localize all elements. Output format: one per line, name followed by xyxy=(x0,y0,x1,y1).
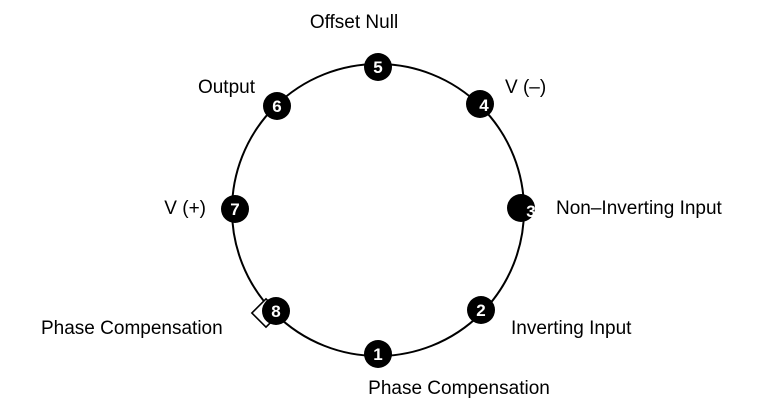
pin-2-dot xyxy=(467,296,495,324)
pin-8-number: 8 xyxy=(271,302,280,321)
pin-3-label: Non–Inverting Input xyxy=(556,198,723,219)
pin-6-number: 6 xyxy=(272,97,281,116)
pin-5-dot xyxy=(364,53,392,81)
pin-2: 2 Inverting Input xyxy=(467,296,632,339)
pin-1-label: Phase Compensation xyxy=(368,378,550,399)
pin-5-number: 5 xyxy=(373,58,382,77)
pin-7-number: 7 xyxy=(230,200,239,219)
pin-3: 3 Non–Inverting Input xyxy=(507,194,723,222)
pin-4-label: V (–) xyxy=(505,77,546,98)
pin-2-label: Inverting Input xyxy=(511,318,632,339)
pin-4-number: 4 xyxy=(479,96,489,115)
pin-8: 8 Phase Compensation xyxy=(41,297,290,339)
pin-6-label: Output xyxy=(198,77,256,98)
pin-8-dot xyxy=(262,297,290,325)
pin-2-number: 2 xyxy=(476,301,485,320)
pin-5-label: Offset Null xyxy=(310,12,398,33)
pin-7: 7 V (+) xyxy=(164,195,249,223)
pin-1: 1 Phase Compensation xyxy=(364,340,550,399)
pin-6-dot xyxy=(263,92,291,120)
pin-1-dot xyxy=(364,340,392,368)
pin-4-dot xyxy=(466,90,494,118)
pin-4: 4 V (–) xyxy=(466,77,546,118)
pin-5: 5 Offset Null xyxy=(310,12,398,81)
pin-3-dot xyxy=(507,194,535,222)
pin-7-label: V (+) xyxy=(164,198,206,219)
pin-7-dot xyxy=(221,195,249,223)
pin-6: 6 Output xyxy=(198,77,291,120)
pin-3-number: 3 xyxy=(526,202,535,221)
pin-8-label: Phase Compensation xyxy=(41,318,223,339)
pin-1-number: 1 xyxy=(373,345,382,364)
